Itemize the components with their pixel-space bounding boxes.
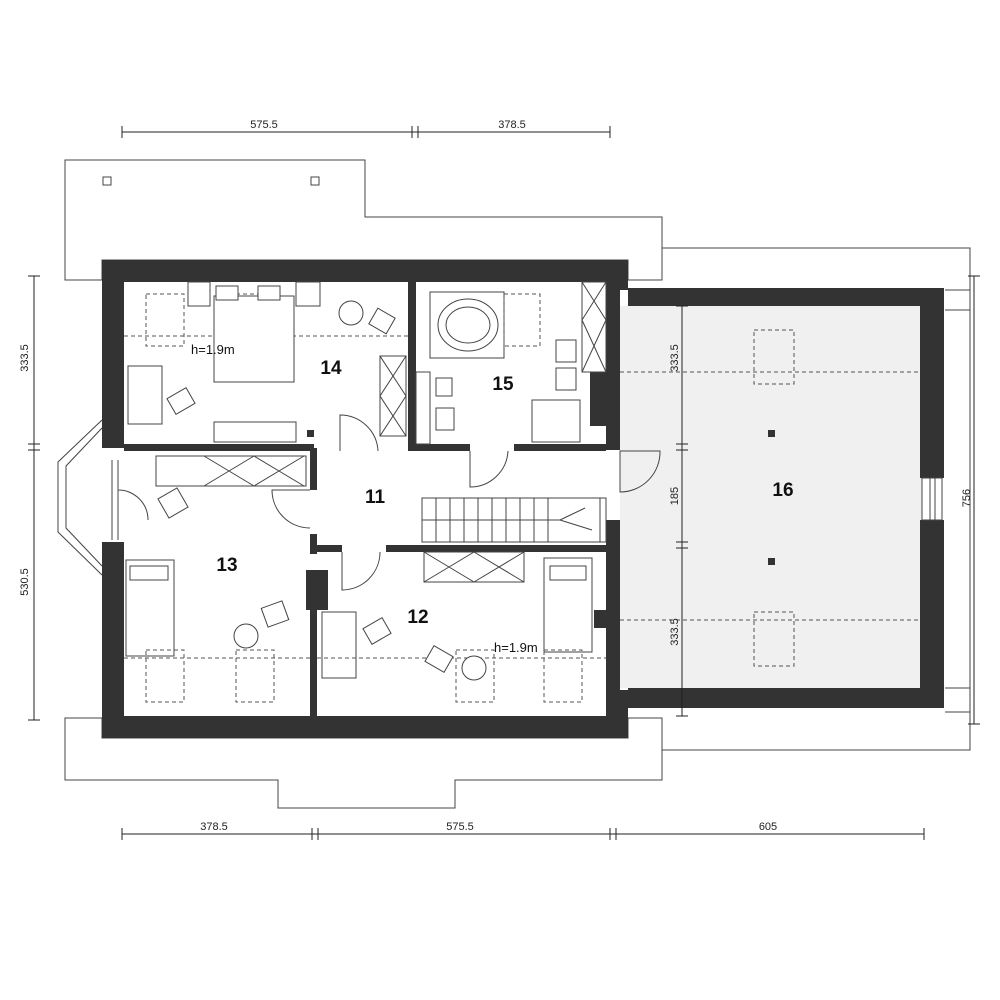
dim-inner-3: 333.5 [669, 618, 681, 646]
outer-walls [102, 260, 944, 738]
window-room-16 [921, 477, 943, 521]
room-16-label: 16 [772, 480, 793, 501]
dim-left-2: 530.5 [19, 568, 31, 596]
room-12-height: h=1.9m [494, 640, 538, 655]
dim-bottom-1: 378.5 [200, 821, 228, 833]
dim-top-1: 575.5 [250, 119, 278, 131]
dim-inner-1: 333.5 [669, 344, 681, 372]
room-13-furniture [124, 559, 310, 703]
staircase [421, 497, 607, 543]
interior-walls [124, 280, 606, 716]
room-12-label: 12 [407, 607, 428, 628]
room-14-label: 14 [320, 358, 342, 379]
room-12-furniture [317, 551, 606, 703]
dim-bottom-2: 575.5 [446, 821, 474, 833]
doors[interactable] [117, 414, 661, 591]
dim-inner-2: 185 [669, 487, 681, 505]
room-16-floor [620, 306, 922, 688]
room-14-furniture [124, 281, 408, 443]
room-13-label: 13 [216, 555, 237, 576]
dim-left-1: 333.5 [19, 344, 31, 372]
dim-top-2: 378.5 [498, 119, 526, 131]
dim-bottom-3: 605 [759, 821, 777, 833]
room-11-label: 11 [365, 487, 386, 508]
room-15-label: 15 [492, 374, 514, 395]
roof-outline-right [662, 247, 971, 751]
dimension-lines [28, 126, 980, 840]
room-11-wardrobe [155, 455, 307, 519]
room-14-height: h=1.9m [191, 342, 235, 357]
room-15-fixtures [415, 281, 607, 445]
dim-right-1: 756 [961, 489, 973, 507]
room-16-marks [620, 329, 920, 667]
